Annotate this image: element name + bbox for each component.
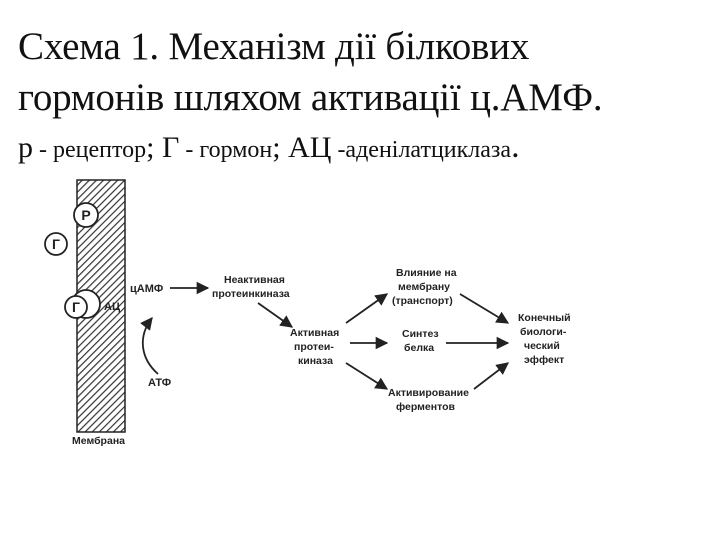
- arrow-membrane-to-final: [459, 293, 510, 324]
- effect-protein-synthesis: Синтез белка: [402, 328, 442, 354]
- arrow-enzymes-to-final: [473, 362, 510, 390]
- camp-label: цАМФ: [130, 283, 163, 295]
- bound-hormone-label: Г: [72, 299, 80, 315]
- title-line-2: гормонів шляхом активації ц.АМФ.: [18, 76, 603, 119]
- receptor: Р: [73, 202, 99, 228]
- legend-hormone-symbol: Г: [154, 131, 180, 164]
- receptor-label: Р: [81, 207, 90, 223]
- arrow-atp-to-ac: [140, 317, 159, 375]
- free-hormone: Г: [44, 232, 68, 256]
- legend-receptor-symbol: р: [18, 131, 33, 164]
- active-kinase-label: Активная протеи- киназа: [290, 327, 342, 367]
- legend-separator: ;: [272, 131, 281, 164]
- effect-enzyme-activation: Активирование ферментов: [388, 387, 472, 413]
- arrow-active-to-enzyme-activation: [345, 362, 389, 390]
- legend-line: р - рецептор; Г - гормон; АЦ -аденілатци…: [18, 128, 520, 166]
- ac-label: АЦ: [104, 301, 120, 313]
- legend-separator: ;: [146, 131, 155, 164]
- final-biological-effect: Конечный биологи- ческий эффект: [518, 312, 574, 366]
- effect-membrane-transport: Влияние на мембрану (транспорт): [392, 267, 460, 307]
- legend-ac-symbol: АЦ: [280, 131, 332, 164]
- hormone-label: Г: [52, 236, 60, 252]
- legend-end-dot: .: [511, 128, 520, 165]
- atp-label: АТФ: [148, 377, 171, 389]
- inactive-kinase-label: Неактивная протеинкиназа: [212, 274, 290, 300]
- title-line-1: Схема 1. Механізм дії білкових: [18, 25, 530, 68]
- membrane-label: Мембрана: [72, 435, 125, 447]
- arrow-active-to-membrane-effect: [345, 293, 389, 324]
- legend-receptor-text: - рецептор: [33, 137, 147, 163]
- legend-hormone-text: - гормон: [179, 137, 273, 163]
- bound-hormone-receptor: Г: [64, 289, 101, 319]
- arrow-inactive-to-active: [257, 302, 294, 328]
- legend-ac-text: -аденілатциклаза: [331, 137, 512, 163]
